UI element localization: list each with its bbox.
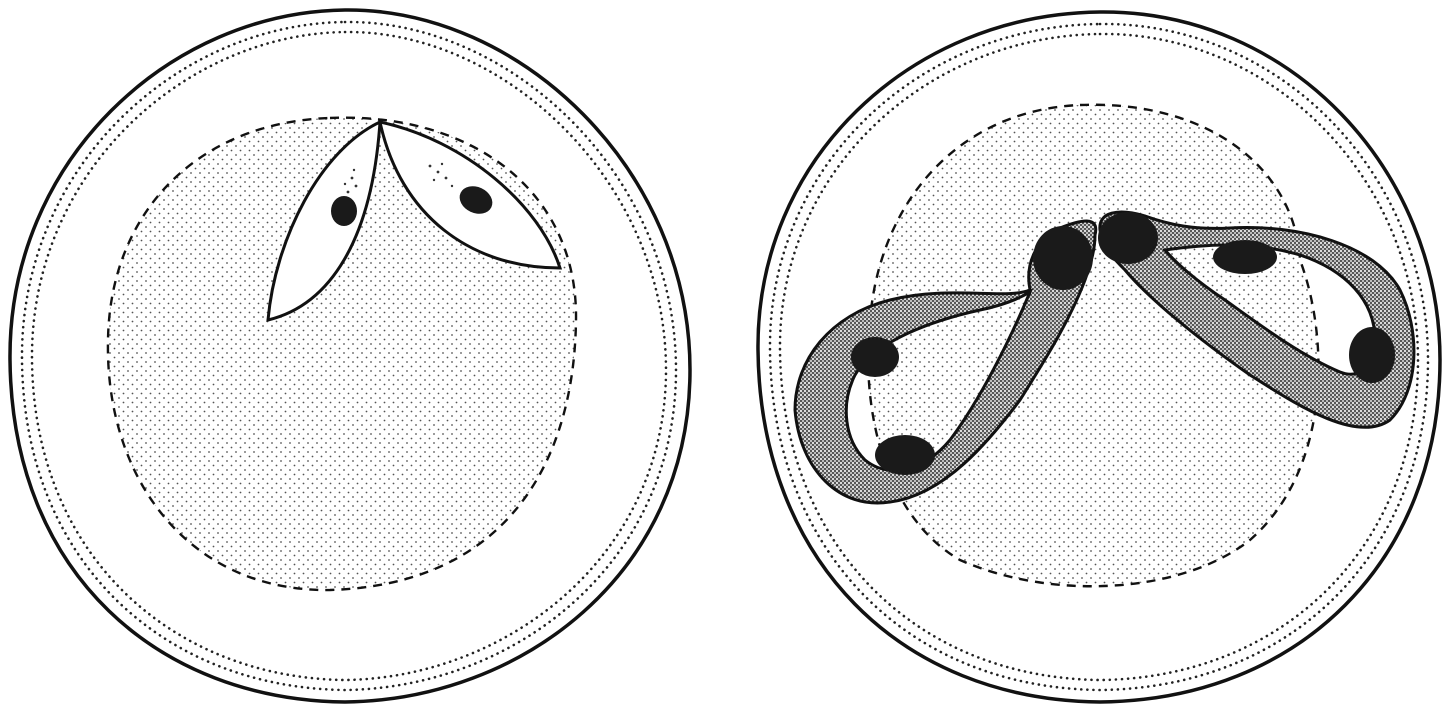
left-parasite-a-nucleus [331, 196, 357, 226]
right-parasite-a-nucleus-upper [851, 337, 899, 377]
right-junction-chromatin-right [1098, 212, 1158, 264]
left-red-blood-cell [10, 10, 690, 702]
right-parasite-b-nucleus-upper [1213, 240, 1277, 274]
right-red-blood-cell [758, 12, 1440, 702]
right-junction-chromatin-left [1033, 226, 1093, 290]
right-parasite-a-nucleus-lower [875, 435, 935, 475]
right-parasite-b-nucleus-tip [1349, 327, 1395, 383]
